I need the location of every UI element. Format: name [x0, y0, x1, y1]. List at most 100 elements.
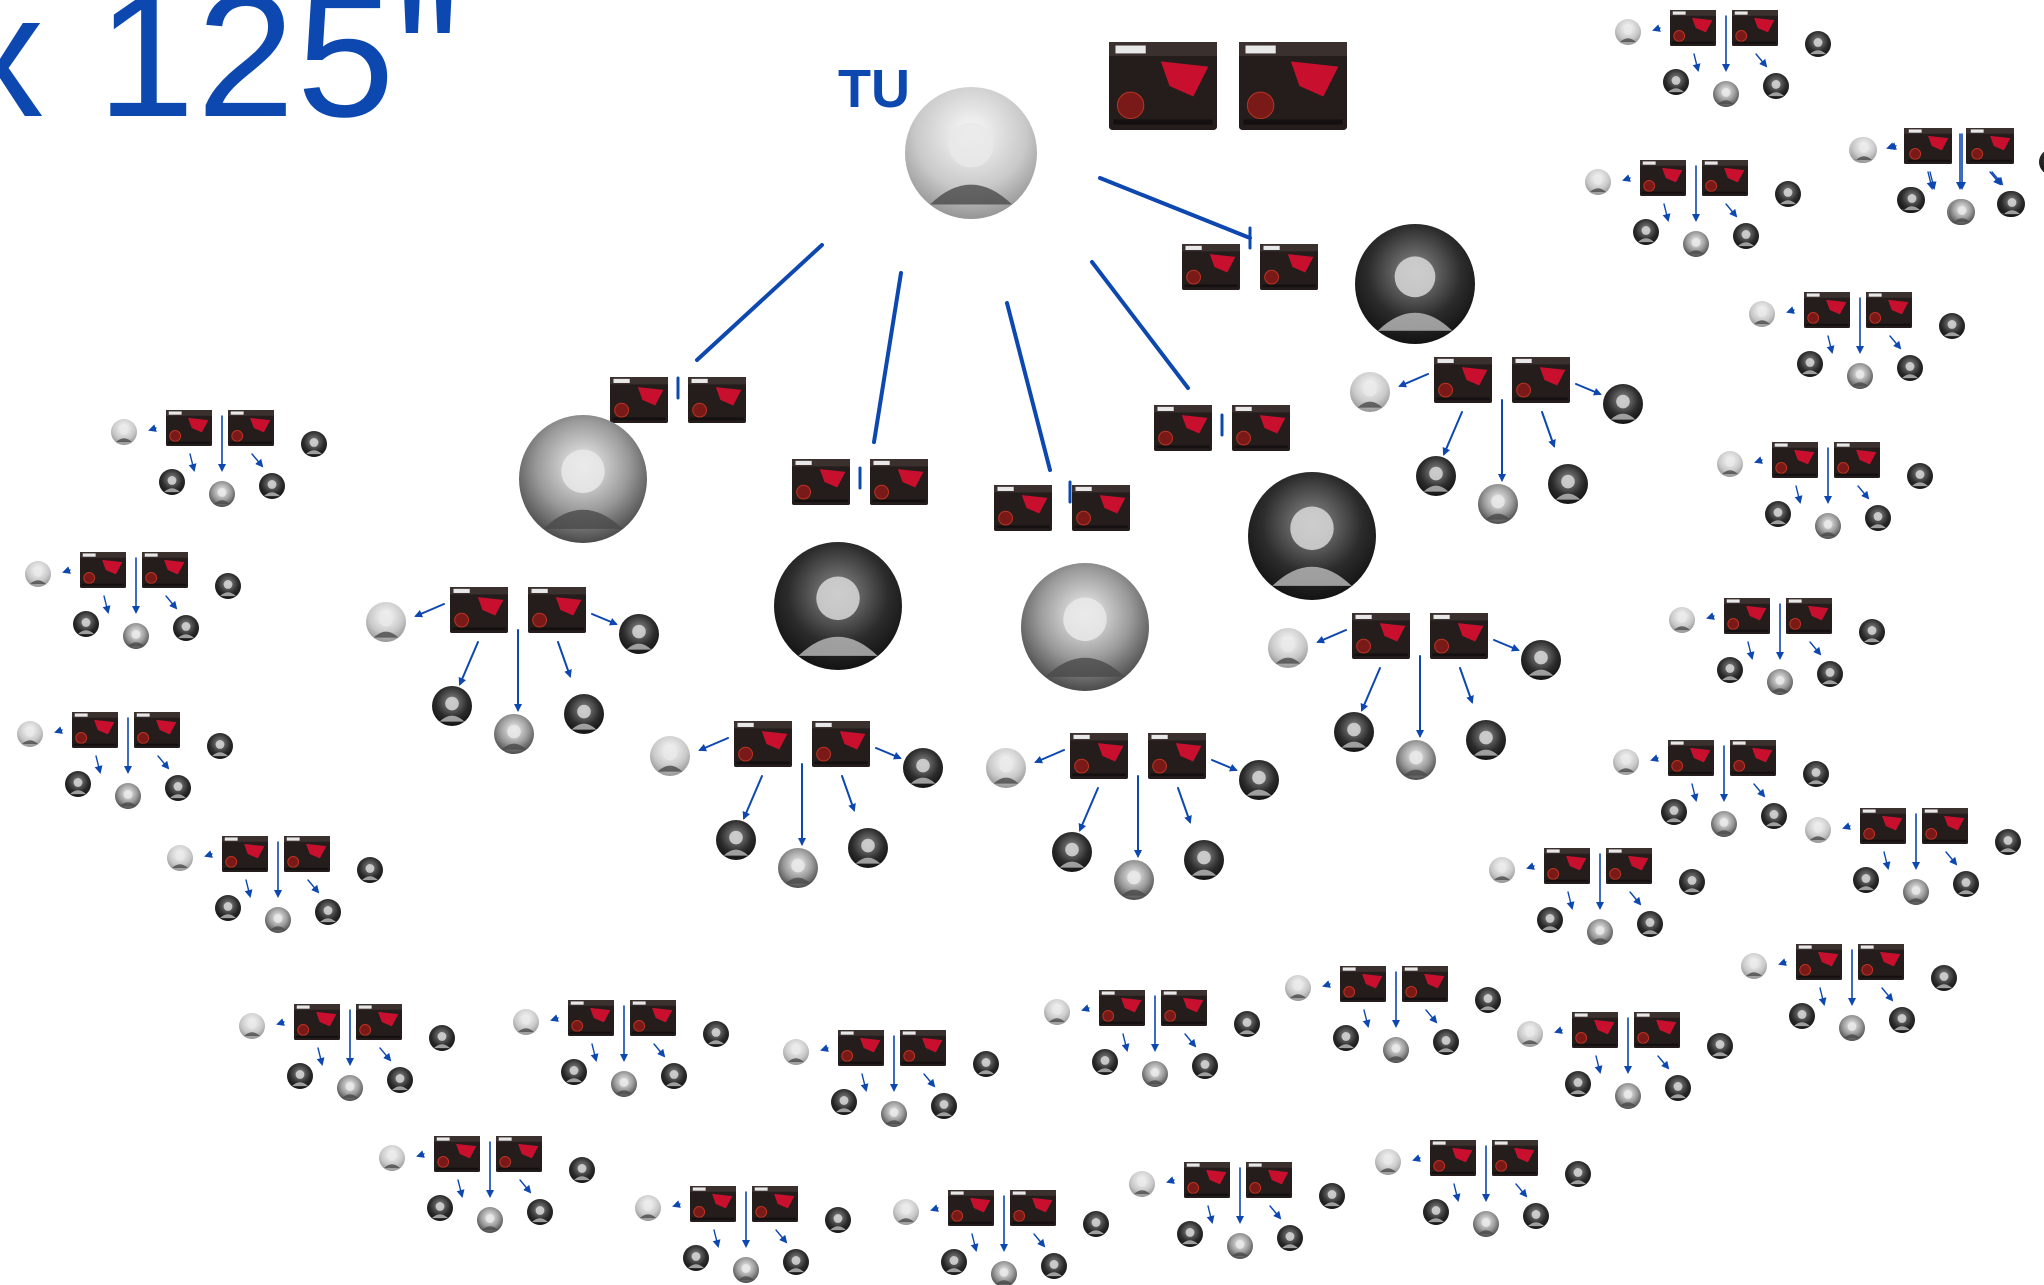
avatar-shoulders	[1479, 1006, 1497, 1011]
box-base	[357, 1035, 401, 1038]
avatar-head	[437, 1032, 447, 1041]
avatar-head	[1363, 382, 1377, 397]
avatar-head	[916, 758, 930, 773]
avatar-shoulders	[1527, 1222, 1545, 1227]
box-base	[1341, 997, 1385, 1000]
arrow-icon	[742, 775, 763, 820]
avatar-shoulders	[1637, 238, 1655, 243]
avatar-shoulders	[930, 184, 1012, 205]
box-top	[1260, 244, 1318, 252]
connector-line	[1005, 301, 1052, 472]
box-capsule	[693, 1206, 706, 1218]
avatar-head	[1775, 676, 1785, 685]
avatar-head	[949, 1256, 959, 1265]
connector-line	[1090, 260, 1190, 390]
box-brand-strip	[531, 588, 548, 593]
person-avatar-icon	[432, 686, 472, 726]
avatar-shoulders	[1423, 485, 1449, 492]
box-base	[949, 1221, 993, 1224]
person-avatar-icon	[1473, 1211, 1499, 1237]
avatar-shoulders	[787, 1058, 805, 1063]
box-base	[631, 1031, 675, 1034]
box-base	[1113, 119, 1213, 125]
connector-line	[872, 271, 903, 444]
box-red-graphic	[1746, 605, 1767, 621]
avatar-head	[1757, 308, 1767, 317]
box-base	[1354, 653, 1408, 657]
avatar-shoulders	[1473, 749, 1499, 756]
person-avatar-icon	[1803, 761, 1829, 787]
person-avatar-icon	[905, 87, 1037, 219]
box-base	[73, 743, 117, 746]
coffee-box-icon	[792, 459, 850, 505]
coffee-box-icon	[528, 587, 586, 633]
box-brand-strip	[1726, 599, 1740, 603]
box-brand-strip	[754, 1187, 768, 1191]
avatar-shoulders	[517, 1028, 535, 1033]
box-base	[1725, 629, 1769, 632]
arrow-icon	[1034, 749, 1065, 764]
box-top	[1834, 442, 1880, 448]
arrow-icon	[1857, 485, 1870, 500]
avatar-head	[1127, 870, 1141, 885]
arrow-icon	[1826, 335, 1835, 354]
avatar-head	[1383, 1156, 1393, 1165]
box-brand-strip	[1263, 245, 1280, 250]
person-avatar-icon	[1092, 1049, 1118, 1075]
person-avatar-icon	[25, 561, 51, 587]
avatar-shoulders	[1683, 888, 1701, 893]
diagram-nodes	[17, 10, 2044, 1285]
person-avatar-icon	[65, 771, 91, 797]
avatar-shoulders	[1901, 374, 1919, 379]
coffee-box-icon	[870, 459, 928, 505]
person-avatar-icon	[1466, 720, 1506, 760]
avatar-head	[1497, 864, 1507, 873]
avatar-shoulders	[1528, 669, 1554, 676]
arrow-icon	[1121, 1033, 1130, 1052]
avatar-head	[1065, 842, 1079, 857]
avatar-head	[123, 790, 133, 799]
box-base	[1835, 473, 1879, 476]
avatar-shoulders	[1181, 1240, 1199, 1245]
avatar-head	[669, 1070, 679, 1079]
box-base	[1861, 839, 1905, 842]
box-capsule	[1186, 269, 1201, 285]
box-top	[228, 410, 274, 416]
box-base	[1797, 975, 1841, 978]
box-red-graphic	[1690, 747, 1711, 763]
avatar-head	[323, 906, 333, 915]
box-red-graphic	[1362, 973, 1383, 989]
box-capsule	[1236, 430, 1251, 446]
box-top	[1702, 160, 1748, 166]
person-avatar-icon	[1523, 1203, 1549, 1229]
box-capsule	[1164, 1010, 1177, 1022]
box-brand-strip	[1774, 443, 1788, 447]
avatar-head	[1197, 850, 1211, 865]
arrow-icon	[307, 879, 320, 894]
person-avatar-icon	[1615, 19, 1641, 45]
avatar-shoulders	[1403, 769, 1429, 776]
coffee-box-icon	[1606, 848, 1652, 884]
coffee-box-icon	[1922, 808, 1968, 844]
avatar-shoulders	[21, 740, 39, 745]
box-red-graphic	[1628, 855, 1649, 871]
box-top	[792, 459, 850, 467]
avatar-head	[1725, 458, 1735, 467]
avatar-head	[1957, 206, 1967, 215]
arrow-icon	[1706, 612, 1715, 620]
avatar-head	[1327, 1190, 1337, 1199]
arrow-icon	[1650, 754, 1659, 762]
box-base	[1403, 997, 1447, 1000]
box-red-graphic	[1794, 449, 1815, 465]
coffee-box-icon	[1099, 990, 1145, 1026]
avatar-head	[791, 1046, 801, 1055]
coffee-box-icon	[1730, 740, 1776, 776]
avatar-head	[345, 1082, 355, 1091]
person-avatar-icon	[1853, 867, 1879, 893]
box-top	[1430, 1140, 1476, 1146]
box-base	[1731, 771, 1775, 774]
box-base	[1493, 1171, 1537, 1174]
avatar-head	[1687, 876, 1697, 885]
avatar-head	[1391, 1044, 1401, 1053]
box-base	[736, 761, 790, 765]
